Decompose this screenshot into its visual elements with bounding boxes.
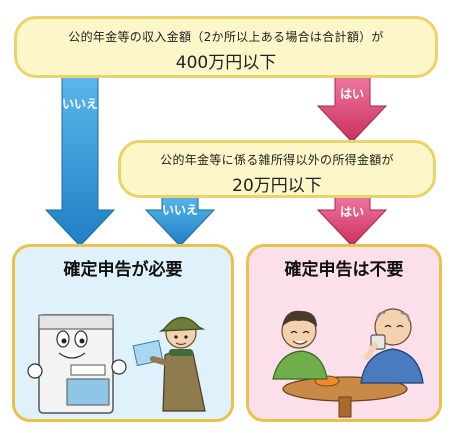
tax-office-illustration (27, 314, 206, 414)
arrow-no-2-label: いいえ (162, 203, 198, 217)
person-with-document-icon (132, 316, 206, 412)
arrow-no-2 (144, 193, 216, 247)
result-filing-required: 確定申告が必要 (12, 244, 234, 422)
result-filing-not-required-title: 確定申告は不要 (284, 260, 404, 280)
arrow-yes-1-label: はい (340, 87, 364, 101)
couple-tea-illustration (272, 308, 424, 418)
kiosk-machine-icon (27, 314, 127, 414)
woman-icon (272, 310, 328, 380)
condition-other-income: 公的年金等に係る雑所得以外の所得金額が 20万円以下 (118, 140, 436, 198)
result-filing-required-title: 確定申告が必要 (63, 260, 183, 280)
arrow-yes-2-label: はい (340, 205, 364, 219)
arrow-yes-2 (316, 193, 388, 247)
arrow-yes-1 (316, 73, 388, 143)
condition-other-income-threshold: 20万円以下 (232, 176, 322, 196)
result-filing-not-required: 確定申告は不要 (246, 244, 442, 422)
condition-pension-income-text: 公的年金等の収入金額（2か所以上ある場合は合計額）が (68, 30, 384, 44)
condition-pension-income: 公的年金等の収入金額（2か所以上ある場合は合計額）が 400万円以下 (14, 16, 438, 78)
condition-pension-income-threshold: 400万円以下 (175, 53, 277, 73)
arrow-no-1 (44, 73, 116, 247)
man-with-cup-icon (360, 308, 424, 384)
arrow-no-1-label: いいえ (62, 97, 98, 111)
condition-other-income-text: 公的年金等に係る雑所得以外の所得金額が (160, 153, 394, 167)
